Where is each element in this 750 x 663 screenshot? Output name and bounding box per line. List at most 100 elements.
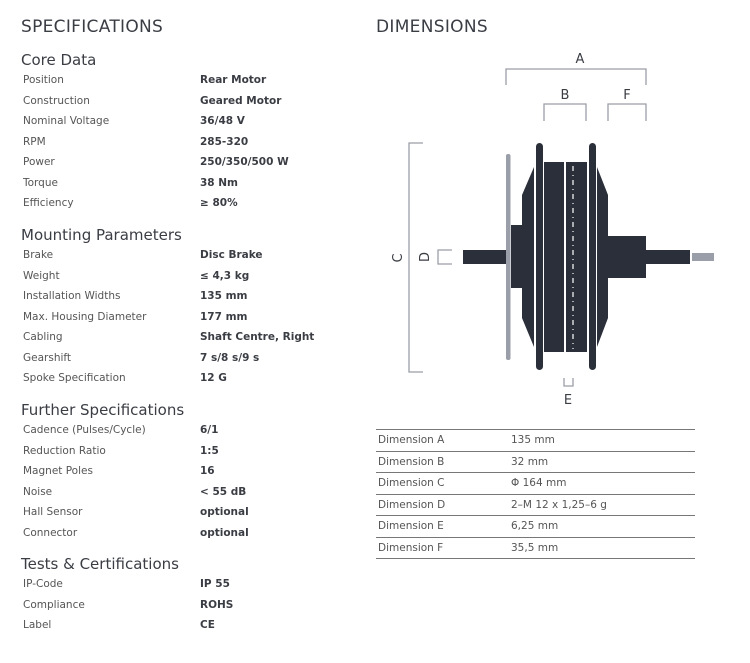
dimension-label: Dimension C xyxy=(378,477,445,489)
dimension-brackets xyxy=(408,68,647,387)
spec-row: Construction Geared Motor xyxy=(21,91,341,112)
spec-label: Position xyxy=(23,74,64,86)
stator-left xyxy=(544,162,564,352)
bracket-e xyxy=(563,378,574,387)
spec-row: RPM 285-320 xyxy=(21,132,341,153)
dimension-value: 35,5 mm xyxy=(511,541,559,554)
spec-value: 16 xyxy=(200,465,215,477)
right-cone xyxy=(597,167,608,347)
dimension-value: 6,25 mm xyxy=(511,520,559,532)
spec-row: Reduction Ratio 1:5 xyxy=(21,441,341,462)
section-heading: Core Data xyxy=(21,51,97,69)
spec-value: 12 G xyxy=(200,372,227,384)
spec-value: ≥ 80% xyxy=(200,197,238,209)
bracket-c xyxy=(408,142,423,373)
specifications-title: SPECIFICATIONS xyxy=(21,17,164,37)
right-hub-step xyxy=(608,236,646,278)
spec-label: Label xyxy=(23,619,52,631)
label-b: B xyxy=(561,88,570,103)
spec-label: Weight xyxy=(23,269,60,282)
spec-value: IP 55 xyxy=(200,578,230,590)
spec-row: Compliance ROHS xyxy=(21,595,341,616)
bracket-b xyxy=(543,103,587,121)
spec-label: RPM xyxy=(23,135,46,148)
spec-row: Connector optional xyxy=(21,523,341,544)
spec-value: 6/1 xyxy=(200,424,219,436)
dimension-value: 2–M 12 x 1,25–6 g xyxy=(511,498,607,511)
stator-right xyxy=(566,162,587,352)
dimension-value: 32 mm xyxy=(511,455,549,468)
label-f: F xyxy=(623,88,630,103)
spec-value: 285-320 xyxy=(200,135,249,148)
spec-row: Spoke Specification 12 G xyxy=(21,368,341,389)
spec-value: Disc Brake xyxy=(200,249,263,261)
dimensions-title: DIMENSIONS xyxy=(376,17,488,37)
label-c: C xyxy=(391,253,406,262)
spec-row: Position Rear Motor xyxy=(21,70,341,91)
spec-label: Spoke Specification xyxy=(23,372,126,384)
bracket-f xyxy=(607,103,647,121)
spec-row: Brake Disc Brake xyxy=(21,245,341,266)
spec-value: 7 s/8 s/9 s xyxy=(200,351,260,364)
spec-label: Max. Housing Diameter xyxy=(23,310,147,323)
dimension-value: 135 mm xyxy=(511,434,555,446)
left-flange xyxy=(536,143,543,370)
spec-row: Efficiency ≥ 80% xyxy=(21,193,341,214)
spec-value: 250/350/500 W xyxy=(200,156,289,168)
spec-label: Reduction Ratio xyxy=(23,444,106,457)
spec-value: optional xyxy=(200,526,249,539)
spec-label: Nominal Voltage xyxy=(23,115,110,127)
spec-value: Geared Motor xyxy=(200,94,282,107)
bracket-d xyxy=(437,249,452,265)
dimension-label: Dimension A xyxy=(378,434,445,446)
spec-label: Brake xyxy=(23,249,54,261)
spec-value: ≤ 4,3 kg xyxy=(200,269,250,282)
cable-outlet xyxy=(692,253,714,261)
spec-row: Cadence (Pulses/Cycle) 6/1 xyxy=(21,420,341,441)
spec-value: 135 mm xyxy=(200,290,248,302)
spec-value: 177 mm xyxy=(200,310,248,323)
spec-value: 1:5 xyxy=(200,444,219,457)
spec-label: Construction xyxy=(23,94,90,107)
spec-row: Magnet Poles 16 xyxy=(21,461,341,482)
spec-label: Magnet Poles xyxy=(23,465,93,477)
section-heading: Mounting Parameters xyxy=(21,226,182,244)
spec-row: Max. Housing Diameter 177 mm xyxy=(21,307,341,328)
motor-dimension-diagram: A B F C D E xyxy=(391,52,714,408)
spec-label: Cabling xyxy=(23,331,63,343)
right-axle xyxy=(646,250,690,264)
spec-label: Compliance xyxy=(23,598,85,611)
spec-label: Cadence (Pulses/Cycle) xyxy=(23,424,146,436)
label-e: E xyxy=(564,393,572,408)
spec-label: Gearshift xyxy=(23,351,72,364)
left-axle xyxy=(463,250,507,264)
spec-value: Rear Motor xyxy=(200,74,267,86)
spec-row: Gearshift 7 s/8 s/9 s xyxy=(21,348,341,369)
spec-label: Hall Sensor xyxy=(23,506,83,518)
spec-value: ROHS xyxy=(200,598,234,611)
brake-disc xyxy=(506,154,511,360)
label-a: A xyxy=(576,52,585,67)
spec-row: Hall Sensor optional xyxy=(21,502,341,523)
spec-label: Power xyxy=(23,156,55,168)
spec-label: Noise xyxy=(23,485,53,498)
spec-value: 38 Nm xyxy=(200,176,238,189)
left-cone xyxy=(522,167,534,347)
spec-value: < 55 dB xyxy=(200,485,247,498)
spec-label: Connector xyxy=(23,526,78,539)
spec-row: Power 250/350/500 W xyxy=(21,152,341,173)
spec-value: optional xyxy=(200,506,249,518)
spec-label: Efficiency xyxy=(23,197,74,209)
